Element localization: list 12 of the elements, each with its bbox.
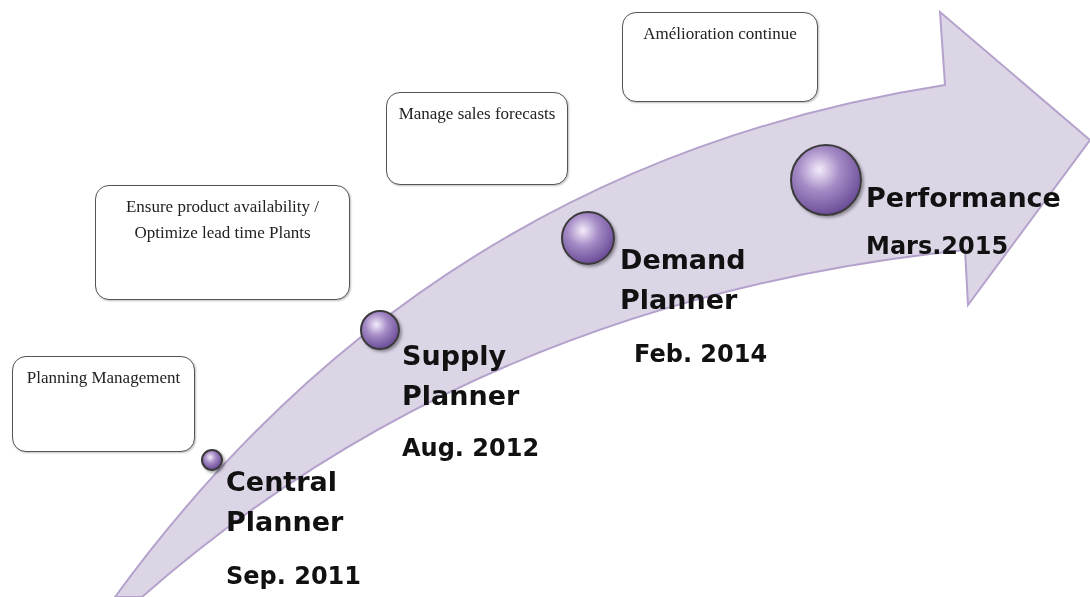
- date-label: Sep. 2011: [226, 561, 362, 592]
- text-box: Planning Management: [12, 356, 195, 452]
- text-box: Ensure product availability / Optimize lead time Plants: [95, 185, 350, 300]
- stage-label: Supply Planner: [402, 339, 521, 413]
- date-label: Mars.2015: [866, 231, 1010, 262]
- stage-label: Central Planner: [226, 465, 345, 539]
- stage-label: Performance: [866, 181, 1062, 215]
- stage-label: Demand Planner: [620, 243, 747, 317]
- text-box: Manage sales forecasts: [386, 92, 568, 185]
- date-label: Aug. 2012: [402, 433, 541, 464]
- text-box: Amélioration continue: [622, 12, 818, 102]
- date-label: Feb. 2014: [634, 339, 769, 370]
